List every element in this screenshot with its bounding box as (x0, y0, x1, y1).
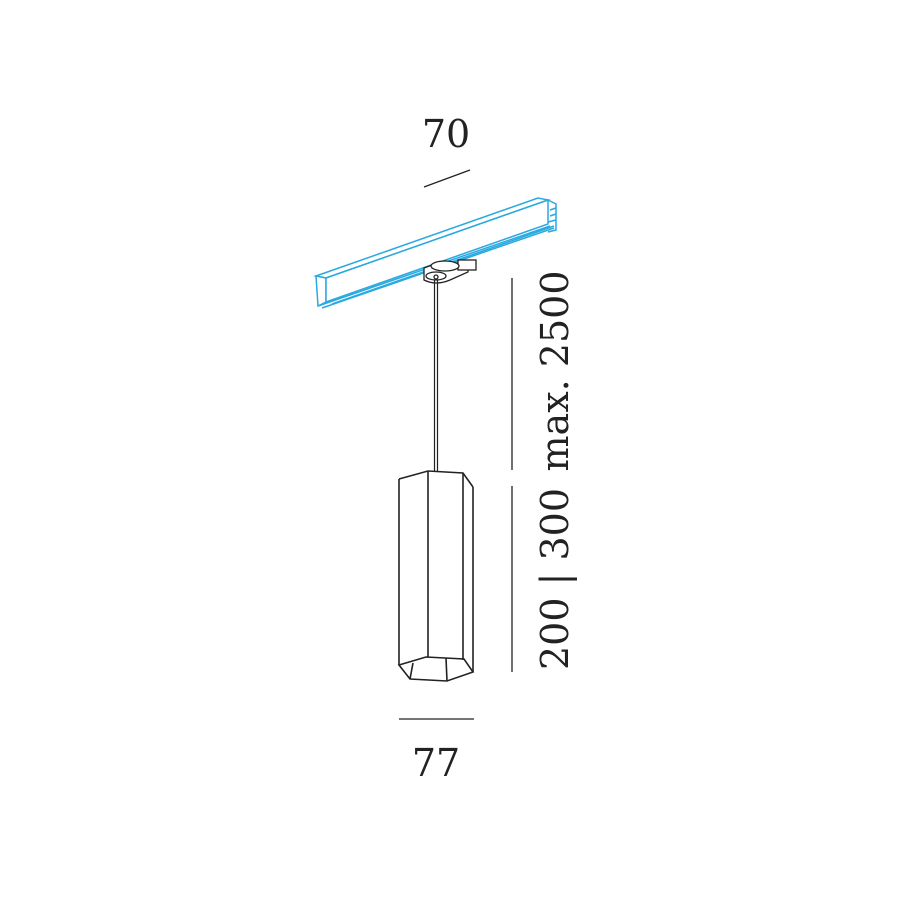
body-height-label: 200 | 300 (533, 488, 577, 670)
pendant-luminaire (397, 470, 475, 682)
width-dimension-line-top (423, 169, 471, 188)
track-width-label: 70 (422, 112, 470, 156)
track-rail (313, 197, 557, 309)
suspension-cable (433, 280, 439, 471)
body-width-label: 77 (412, 741, 460, 785)
cable-length-label: max. 2500 (533, 271, 577, 472)
track-adapter (423, 259, 477, 284)
